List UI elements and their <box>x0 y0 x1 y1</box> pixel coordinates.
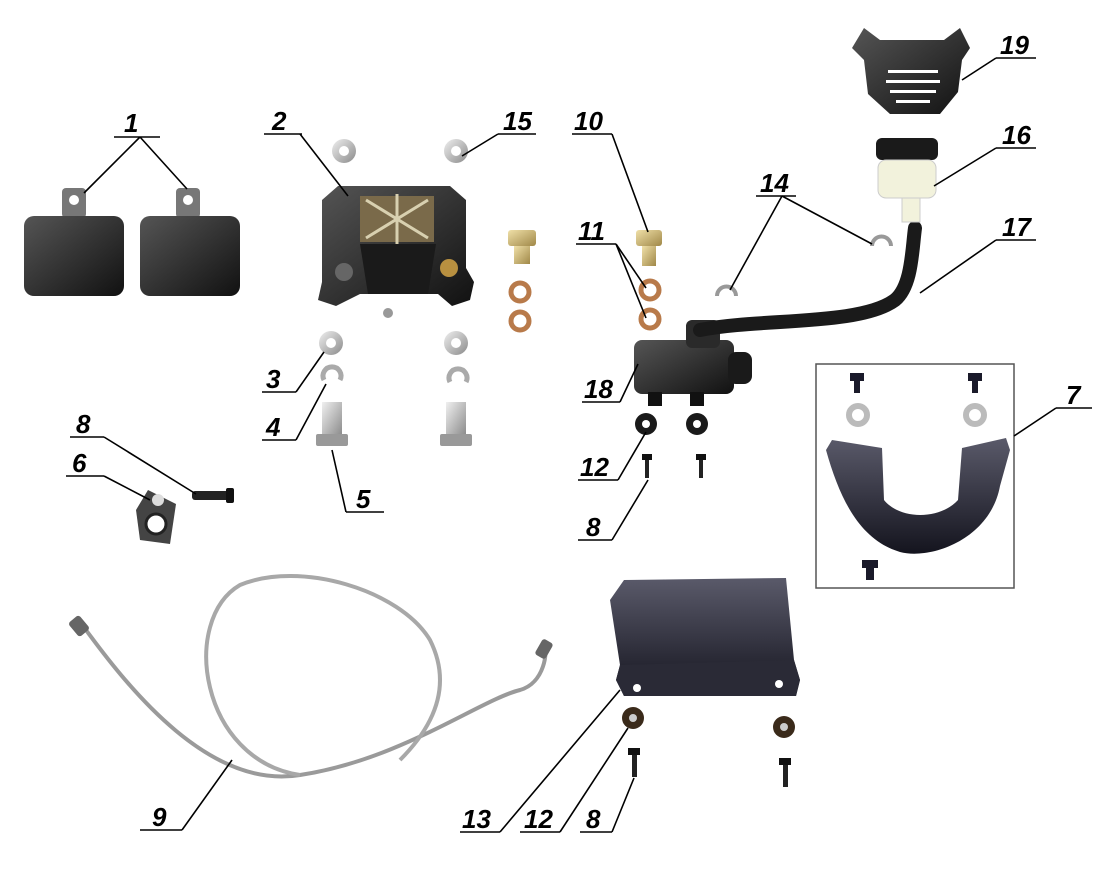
callout-13: 13 <box>462 804 491 834</box>
rubber-washers-and-bolts-upper <box>635 413 708 478</box>
banjo-bolt-and-copper-washers-right <box>636 230 662 331</box>
braided-brake-line <box>69 574 553 779</box>
reservoir-guard <box>852 28 970 114</box>
guard-plate <box>610 578 800 696</box>
callout-8-left: 8 <box>76 409 91 439</box>
brake-caliper <box>318 186 474 318</box>
callout-6: 6 <box>72 448 87 478</box>
washers-top <box>332 139 468 163</box>
callout-2: 2 <box>272 106 287 136</box>
callout-7: 7 <box>1066 380 1081 410</box>
callout-10: 10 <box>574 106 603 136</box>
callout-17: 17 <box>1002 212 1031 242</box>
callout-11: 11 <box>578 216 605 246</box>
callout-5: 5 <box>356 484 371 514</box>
callout-19: 19 <box>1000 30 1029 60</box>
callout-12-upper: 12 <box>580 452 609 482</box>
banjo-bolt-and-copper-washers-left <box>508 230 536 333</box>
callout-3: 3 <box>266 364 281 394</box>
callout-8-upper: 8 <box>586 512 601 542</box>
callout-1: 1 <box>124 108 139 138</box>
brake-pads <box>24 188 240 296</box>
callout-16: 16 <box>1002 120 1031 150</box>
fluid-reservoir <box>876 138 938 223</box>
callout-12-lower: 12 <box>524 804 553 834</box>
callout-8-lower: 8 <box>586 804 601 834</box>
callout-15: 15 <box>503 106 532 136</box>
rubber-washers-and-bolts-lower <box>622 707 795 787</box>
callout-14: 14 <box>760 168 789 198</box>
hose-clamp-and-screw <box>136 488 234 544</box>
callout-4: 4 <box>266 412 281 442</box>
callout-9: 9 <box>152 802 167 832</box>
reservoir-hose-and-clips <box>693 221 922 337</box>
leader-lines <box>66 57 1092 833</box>
master-cylinder <box>634 320 752 406</box>
caliper-mount-hardware <box>316 331 472 446</box>
callout-18: 18 <box>584 374 613 404</box>
heel-guard-inset <box>815 363 1015 589</box>
